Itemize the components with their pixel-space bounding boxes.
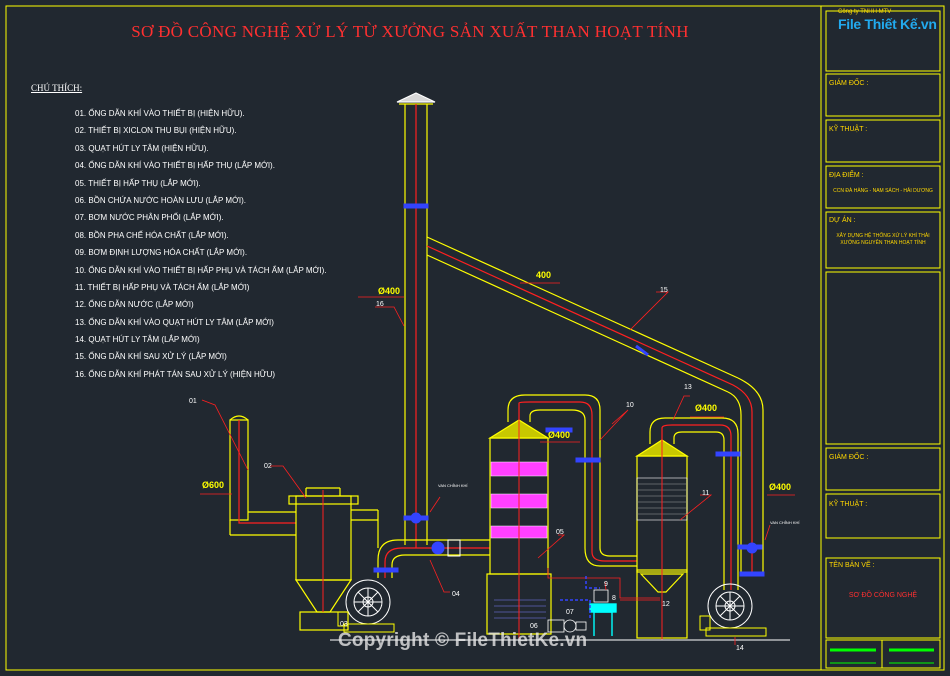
legend-item: 09. BƠM ĐỊNH LƯỢNG HÓA CHẤT (LẮP MỚI). [75,248,248,258]
label-400: 400 [536,270,551,280]
number-03: 03 [340,621,348,628]
water-pipe-12 [547,568,660,599]
arrow-leaders [200,282,795,541]
inlet-pipe-01 [229,415,296,536]
pump-07 [547,619,587,633]
project-label: DỰ ÁN : [829,217,856,224]
pipe-labels: Ø400 400 Ø400 Ø400 Ø400 Ø600 [202,270,791,492]
fan-14 [699,583,767,637]
legend-item: 02. THIẾT BỊ XICLON THU BỤI (HIỆN HỮU). [75,126,237,136]
legend-item: 05. THIẾT BỊ HẤP THỤ (LẮP MỚI). [75,178,201,188]
flanges [373,203,765,577]
legend-item: 16. ỐNG DẪN KHÍ PHÁT TÁN SAU XỬ LÝ (HIỆN… [75,369,276,379]
pipe-13 [649,417,739,590]
legend-item: 12. ỐNG DẪN NƯỚC (LẮP MỚI) [75,300,194,310]
logo-subtitle: Công ty TNHH MTV [838,9,892,15]
absorber-hatch [494,599,546,619]
director-label-1: GIÁM ĐỐC : [829,80,869,87]
legend-item: 13. ỐNG DẪN KHÍ VÀO QUẠT HÚT LY TÂM (LẮP… [75,317,274,327]
tech-label-1: KỸ THUẬT : [829,126,868,133]
number-01: 01 [189,398,197,405]
title-block [825,10,941,669]
number-09: 9 [604,581,608,588]
label-d400: Ø400 [548,430,570,440]
legend-item: 06. BỒN CHỨA NƯỚC HOÀN LƯU (LẮP MỚI). [75,195,246,205]
copyright-watermark: Copyright © FileThietKe.vn [338,630,588,651]
valve-label: VAN CHỈNH KHÍ [438,483,468,488]
pipe-04 [377,539,490,578]
exhaust-pipe-15 [426,236,764,575]
leader-lines [201,291,736,645]
number-15: 15 [660,287,668,294]
number-06: 06 [530,623,538,630]
location-label: ĐỊA ĐIỂM : [829,172,864,179]
legend-item: 03. QUẠT HÚT LY TÂM (HIỆN HỮU). [75,143,209,153]
legend-item: 04. ỐNG DẪN KHÍ VÀO THIẾT BỊ HẤP THỤ (LẮ… [75,161,275,171]
label-d600: Ø600 [202,480,224,490]
legend-item: 11. THIẾT BỊ HẤP PHỤ VÀ TÁCH ẨM (LẮP MỚI… [75,282,250,292]
drawing-title: SƠ ĐỒ CÔNG NGHỆ XỬ LÝ TỪ XƯỞNG SẢN XUẤT … [131,22,689,41]
legend-list: 01. ỐNG DẪN KHÍ VÀO THIẾT BỊ (HIỆN HỮU).… [75,109,327,387]
legend-item: 10. ỐNG DẪN KHÍ VÀO THIẾT BỊ HẤP PHỤ VÀ … [75,265,327,275]
legend-item: 15. ỐNG DẪN KHÍ SAU XỬ LÝ (LẮP MỚI) [75,352,227,362]
pipe-10 [507,394,637,567]
valve-label: VAN CHỈNH KHÍ [770,520,800,525]
water-pipe-blue [560,599,591,618]
pipe13-center [661,424,732,590]
legend-item: 07. BƠM NƯỚC PHÂN PHỐI (LẮP MỚI). [75,213,224,223]
legend-item: 08. BỒN PHA CHẾ HÓA CHẤT (LẮP MỚI). [75,230,229,240]
site-logo: File Thiết Kế.vn [838,16,937,32]
dosing-pump-09 [593,589,609,603]
tank-08 [589,603,617,636]
number-12: 12 [662,601,670,608]
valve-labels: VAN CHỈNH KHÍ VAN CHỈNH KHÍ [438,483,800,525]
project-value: XƯỞNG NGUYÊN THAN HOẠT TÍNH [840,240,926,246]
drawing-name-value: SƠ ĐỒ CÔNG NGHỆ [848,592,918,599]
director-label-2: GIÁM ĐỐC : [829,454,869,461]
project-value: XÂY DỰNG HỆ THỐNG XỬ LÝ KHÍ THẢI [836,233,930,239]
legend-item: 14. QUẠT HÚT LY TÂM (LẮP MỚI) [75,335,200,345]
legend-item: 01. ỐNG DẪN KHÍ VÀO THIẾT BỊ (HIỆN HỮU). [75,109,245,118]
number-02: 02 [264,463,272,470]
valve-icons [410,512,758,557]
fan-03 [337,579,395,633]
pipe10-center [518,401,637,562]
label-d400: Ø400 [378,286,400,296]
item-numbers: 01 02 03 04 05 06 07 8 9 10 11 12 13 14 … [189,287,744,652]
tech-label-2: KỸ THUẬT : [829,501,868,508]
pipe15-center [426,245,753,575]
number-10: 10 [626,402,634,409]
exhaust-stack [396,92,436,545]
water-pipe-blue-2 [585,576,600,589]
inlet-center [238,420,296,524]
drawing-frame [5,5,945,671]
number-11: 11 [702,490,709,497]
number-14: 14 [736,645,744,652]
location-value: CCN ĐÀ HÀNG - NAM SÁCH - HẢI DƯƠNG [833,188,933,194]
cyclone-02 [288,487,379,631]
legend-heading: CHÚ THÍCH: [31,83,83,93]
number-04: 04 [452,591,460,598]
number-05: 05 [556,529,564,536]
number-08: 8 [612,595,616,602]
number-13: 13 [684,384,692,391]
drawing-name-label: TÊN BẢN VẼ : [829,562,875,569]
label-d400: Ø400 [695,403,717,413]
number-07: 07 [566,609,574,616]
label-d400: Ø400 [769,482,791,492]
number-16: 16 [376,301,384,308]
pipe04-center [384,547,490,578]
